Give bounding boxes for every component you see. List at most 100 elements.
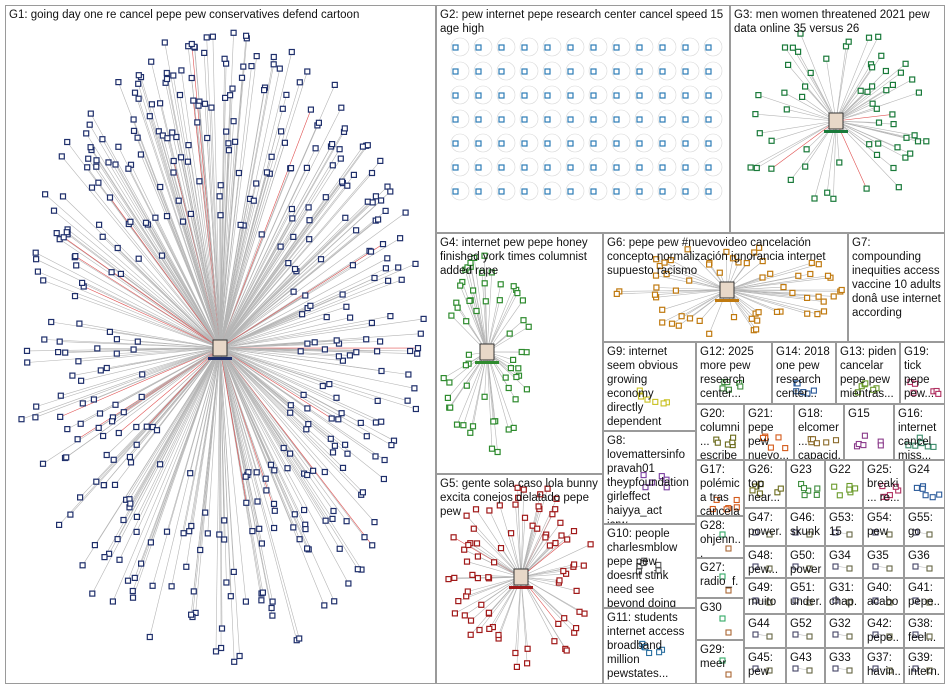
vertex-g2 [521, 68, 528, 75]
edge-g4 [486, 284, 501, 353]
vertex-g2 [475, 164, 482, 171]
vertex-dyad [926, 599, 933, 606]
vertex-small-group [854, 389, 861, 396]
vertex-g1 [385, 277, 392, 284]
hub-node-g4 [479, 343, 495, 361]
vertex-g1 [221, 517, 228, 524]
vertex-g1 [116, 556, 123, 563]
vertex-g2 [636, 44, 643, 51]
vertex-small-group [652, 398, 659, 405]
vertex-g1 [304, 340, 311, 347]
vertex-g1 [289, 215, 296, 222]
vertex-small-group [846, 486, 853, 493]
edge-g1 [59, 341, 221, 349]
vertex-g3 [789, 44, 797, 51]
group-panel-g18: G18: elcomer... capacid... grande... [794, 404, 844, 460]
vertex-g1 [127, 459, 135, 466]
vertex-g2 [705, 68, 712, 75]
group-label-g28: G28: ohjenn... [700, 520, 741, 558]
vertex-g1 [96, 410, 104, 417]
vertex-small-group [644, 396, 651, 403]
dyad-loop-g2 [703, 61, 723, 81]
edge-g1 [219, 56, 257, 349]
vertex-g1 [112, 401, 119, 408]
vertex-g1 [95, 424, 102, 431]
vertex-g5 [467, 617, 475, 624]
vertex-dyad [719, 657, 726, 664]
vertex-g4 [454, 304, 461, 311]
vertex-g1 [310, 467, 317, 474]
group-panel-g6: G6: pepe pew #nuevovideo cancelación con… [603, 233, 848, 342]
vertex-g5 [465, 541, 472, 549]
vertex-g1 [24, 359, 31, 366]
vertex-g1 [281, 139, 288, 146]
group-label-g1: G1: going day one re cancel pepe pew con… [9, 9, 360, 21]
edge-g1 [166, 72, 221, 349]
group-panel-g39: G39: intern... [904, 648, 945, 684]
vertex-small-group [794, 380, 801, 387]
vertex-g1 [321, 602, 328, 609]
edge-g3 [835, 120, 906, 158]
vertex-g2 [705, 188, 712, 195]
vertex-g5 [561, 615, 568, 622]
vertex-g1 [321, 346, 328, 353]
vertex-g1 [288, 48, 295, 56]
group-panel-g8: G8: lovemattersinfo pravah01 theypfounda… [603, 431, 696, 524]
vertex-g4 [518, 348, 525, 356]
edge-g1 [219, 316, 327, 349]
vertex-small-group [642, 484, 649, 491]
edge-g5 [515, 504, 522, 578]
vertex-g1 [230, 118, 237, 125]
dyad-loop-g2 [542, 109, 562, 129]
vertex-g1 [248, 62, 255, 70]
edge-g5 [448, 576, 522, 580]
vertex-small-group [655, 567, 662, 574]
vertex-g6 [803, 294, 811, 301]
hub-node-g1 [212, 339, 228, 357]
edge-g1 [66, 347, 221, 458]
edge-g1 [138, 258, 221, 349]
edge-g6 [726, 289, 793, 294]
vertex-g1 [405, 371, 412, 378]
vertex-g1 [32, 414, 39, 421]
vertex-g1 [336, 545, 343, 552]
edge-g1 [219, 347, 336, 447]
edge-g1 [219, 64, 274, 349]
edge-g1 [219, 347, 385, 480]
vertex-g1 [328, 415, 335, 422]
vertex-g6 [767, 270, 774, 277]
edge-g3 [786, 109, 837, 122]
vertex-g6 [824, 272, 832, 279]
vertex-g1 [235, 169, 242, 177]
edge-g1 [215, 347, 221, 652]
vertex-dyad [872, 529, 879, 536]
vertex-g4 [505, 384, 512, 392]
vertex-g3 [911, 132, 918, 139]
vertex-small-group [936, 491, 943, 498]
edge-g1 [219, 239, 310, 349]
edge-g1 [90, 113, 221, 349]
dyad-loop-g2 [450, 181, 470, 201]
vertex-g1 [335, 416, 342, 423]
group-label-g24: G24 [908, 464, 930, 476]
vertex-g2 [613, 68, 620, 75]
vertex-g4 [514, 290, 521, 297]
vertex-g2 [705, 140, 712, 147]
group-label-g30: G30 [700, 602, 722, 614]
vertex-g1 [78, 279, 86, 286]
edge-g1 [219, 347, 275, 529]
edge-g1 [219, 347, 382, 372]
vertex-g2 [567, 116, 574, 123]
vertex-g5 [467, 631, 474, 638]
dyad-loop-g2 [473, 85, 493, 105]
vertex-g3 [873, 151, 881, 158]
vertex-g2 [544, 68, 551, 75]
vertex-g3 [923, 138, 930, 145]
vertex-g1 [242, 598, 249, 605]
vertex-g2 [521, 188, 528, 195]
group-panel-g17: G17: polémica tras cancela... [696, 460, 744, 516]
vertex-g5 [514, 484, 521, 491]
group-panel-g15: G15 [844, 404, 894, 460]
dyad-loop-g2 [473, 133, 493, 153]
vertex-g1 [322, 517, 329, 524]
